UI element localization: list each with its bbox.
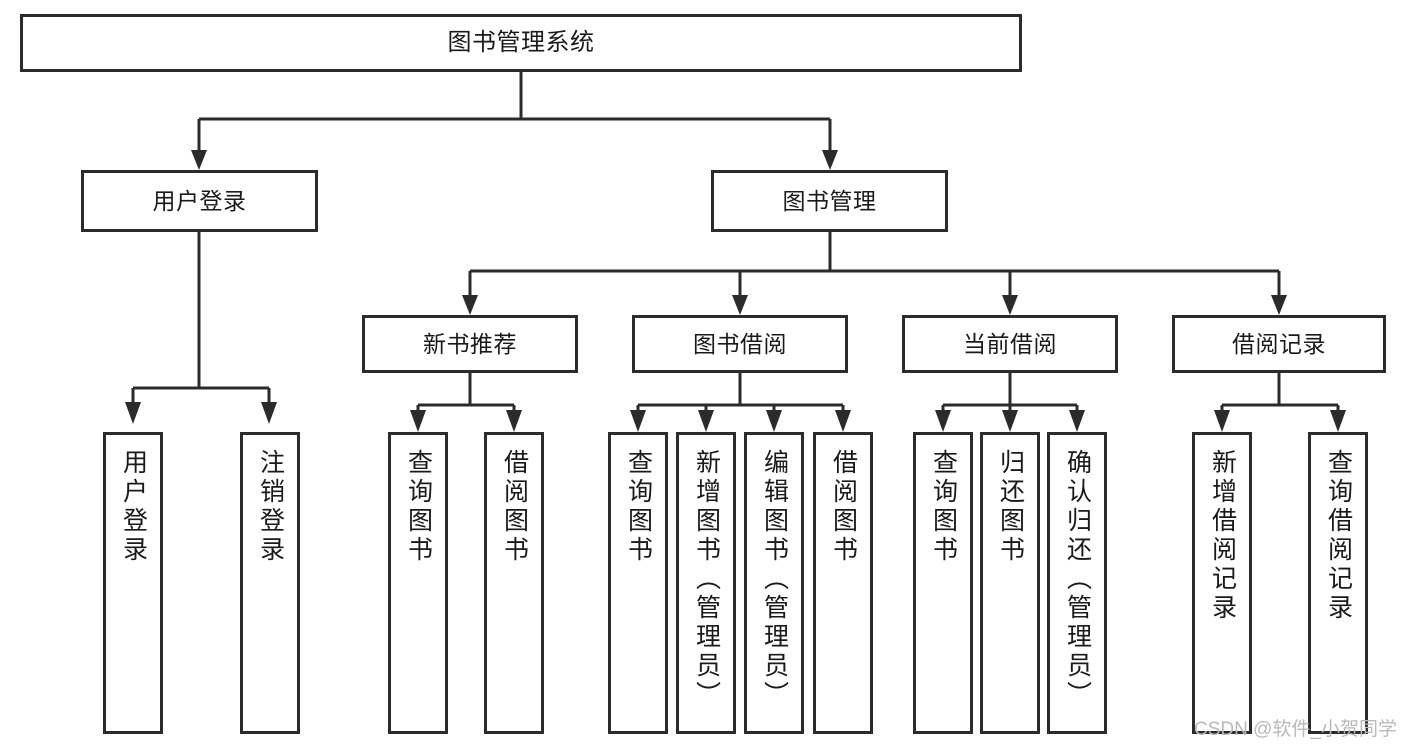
arrow-nbr-1 [410,410,426,432]
arrow-bb-1 [630,410,646,432]
arrow-bb-3 [766,410,782,432]
leaf-new-book-query-book[interactable]: 查询图书 [388,432,448,734]
node-label: 当前借阅 [963,330,1057,357]
node-label: 查询借阅记录 [1324,449,1353,623]
node-book-management[interactable]: 图书管理 [711,170,948,232]
node-label: 用户登录 [119,449,148,565]
arrow-user-login [191,150,207,170]
node-label: 新增图书（管理员） [692,449,721,710]
node-user-login[interactable]: 用户登录 [81,170,318,232]
arrow-l3-4 [1271,295,1287,315]
leaf-user-login-login[interactable]: 用户登录 [103,432,163,734]
arrow-book-manage [822,150,838,170]
arrow-nbr-2 [506,410,522,432]
arrow-cb-2 [1002,410,1018,432]
node-new-book-recommend[interactable]: 新书推荐 [362,315,578,373]
arrow-l3-1 [462,295,478,315]
node-label: 确认归还（管理员） [1063,449,1092,710]
node-root-book-management-system[interactable]: 图书管理系统 [20,14,1022,72]
node-label: 图书借阅 [693,330,787,357]
node-label: 新增借阅记录 [1208,449,1237,623]
leaf-borrow-records-query-record[interactable]: 查询借阅记录 [1308,432,1368,734]
node-current-borrow[interactable]: 当前借阅 [902,315,1118,373]
node-label: 查询图书 [624,449,653,565]
node-label: 查询图书 [929,449,958,565]
arrow-ul-2 [261,402,277,424]
node-label: 图书管理 [782,187,877,214]
arrow-l3-2 [732,295,748,315]
node-label: 归还图书 [996,449,1025,565]
arrow-br-1 [1214,410,1230,432]
arrow-br-2 [1330,410,1346,432]
leaf-current-borrow-query-book[interactable]: 查询图书 [913,432,973,734]
arrow-l3-3 [1002,295,1018,315]
arrow-cb-3 [1069,410,1085,432]
leaf-current-borrow-confirm-return-admin[interactable]: 确认归还（管理员） [1047,432,1107,734]
watermark-text: CSDN @软件_小贺同学 [1194,719,1397,740]
arrow-ul-1 [125,402,141,424]
node-label: 借阅图书 [829,449,858,565]
arrow-cb-1 [935,410,951,432]
node-label: 借阅图书 [500,449,529,565]
leaf-current-borrow-return-book[interactable]: 归还图书 [980,432,1040,734]
node-label: 查询图书 [404,449,433,565]
leaf-book-borrow-borrow-book[interactable]: 借阅图书 [813,432,873,734]
arrow-bb-2 [698,410,714,432]
leaf-user-login-logout[interactable]: 注销登录 [240,432,300,734]
node-label: 用户登录 [152,187,247,214]
leaf-book-borrow-edit-book-admin[interactable]: 编辑图书（管理员） [744,432,804,734]
node-book-borrow[interactable]: 图书借阅 [632,315,848,373]
leaf-book-borrow-add-book-admin[interactable]: 新增图书（管理员） [676,432,736,734]
leaf-new-book-borrow-book[interactable]: 借阅图书 [484,432,544,734]
node-label: 编辑图书（管理员） [760,449,789,710]
node-label: 新书推荐 [423,330,517,357]
leaf-book-borrow-query-book[interactable]: 查询图书 [608,432,668,734]
node-borrow-records[interactable]: 借阅记录 [1172,315,1386,373]
arrow-bb-4 [835,410,851,432]
node-label: 图书管理系统 [447,29,595,57]
node-label: 借阅记录 [1232,330,1326,357]
node-label: 注销登录 [256,449,285,565]
leaf-borrow-records-add-record[interactable]: 新增借阅记录 [1192,432,1252,734]
